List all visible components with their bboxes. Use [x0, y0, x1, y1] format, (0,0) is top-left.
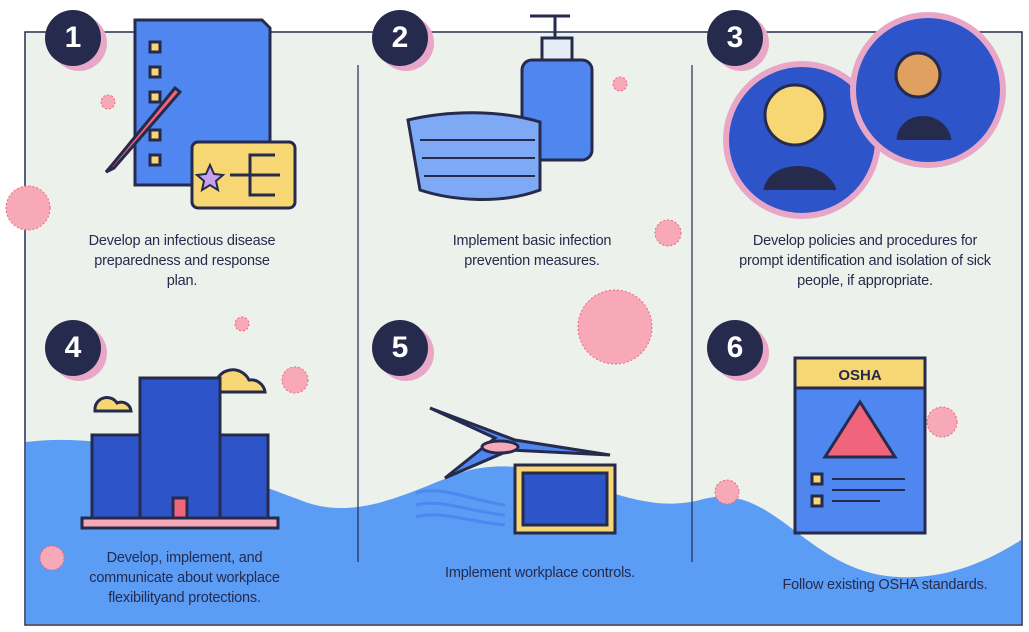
warning-icon — [822, 399, 898, 459]
osha-warning-sign-icon — [793, 356, 927, 535]
step-number-5: 5 — [372, 320, 428, 376]
mask-and-sanitizer-icon — [406, 14, 594, 201]
step-number-4: 4 — [45, 320, 101, 376]
people-avatars-icon — [723, 12, 1006, 219]
step-3-text: Develop policies and procedures for prom… — [739, 233, 991, 289]
step-number-6: 6 — [707, 320, 763, 376]
osha-label: OSHA — [838, 367, 882, 384]
step-1-text: Develop an infectious disease preparedne… — [88, 233, 276, 289]
step-4-text: Develop, implement, and communicate abou… — [89, 550, 280, 606]
step-number-2: 2 — [372, 10, 428, 66]
step-number-1: 1 — [45, 10, 101, 66]
office-building-icon — [80, 368, 280, 530]
step-number-3: 3 — [707, 10, 763, 66]
virus-icon — [5, 76, 958, 571]
step-2-text: Implement basic infection prevention mea… — [452, 233, 612, 269]
fan-and-vent-icon — [415, 406, 617, 535]
step-6-text: Follow existing OSHA standards. — [782, 577, 988, 593]
step-5-text: Implement workplace controls. — [444, 565, 636, 581]
plan-document-icon — [104, 18, 297, 210]
